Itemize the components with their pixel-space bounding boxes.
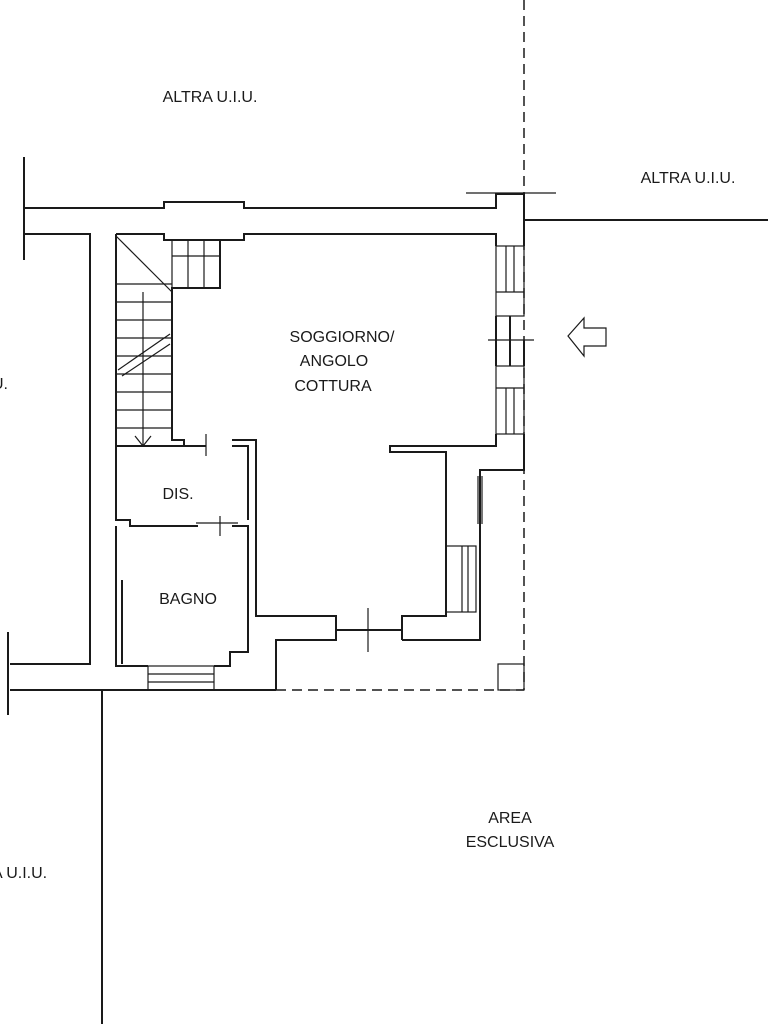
corner-pillar	[497, 663, 525, 691]
boundary-lines	[101, 0, 768, 1024]
living-room-label-line3: COTTURA	[294, 378, 372, 395]
hallway-label: DIS.	[162, 486, 193, 503]
window-right-top	[495, 245, 525, 317]
other-unit-top-label: ALTRA U.I.U.	[163, 89, 258, 106]
exclusive-area-label-line2: ESCLUSIVA	[466, 834, 555, 851]
living-room-label-line1: SOGGIORNO/	[290, 329, 395, 346]
window-right-lower	[445, 476, 483, 613]
exclusive-area-label-line1: AREA	[488, 810, 532, 827]
exterior-walls	[7, 157, 525, 715]
other-unit-left-label: U.	[0, 376, 8, 393]
bathroom-window	[147, 665, 215, 691]
window-right-bottom	[495, 365, 525, 435]
entrance-arrow-icon	[567, 316, 607, 358]
staircase	[115, 234, 221, 447]
bathroom-label: BAGNO	[159, 591, 217, 608]
living-room-label-line2: ANGOLO	[300, 353, 368, 370]
other-unit-bottom-left-label: A U.I.U.	[0, 865, 47, 882]
south-door	[336, 608, 402, 652]
inner-walls	[115, 434, 337, 690]
other-unit-right-label: ALTRA U.I.U.	[641, 170, 736, 187]
entrance-door	[488, 316, 534, 366]
